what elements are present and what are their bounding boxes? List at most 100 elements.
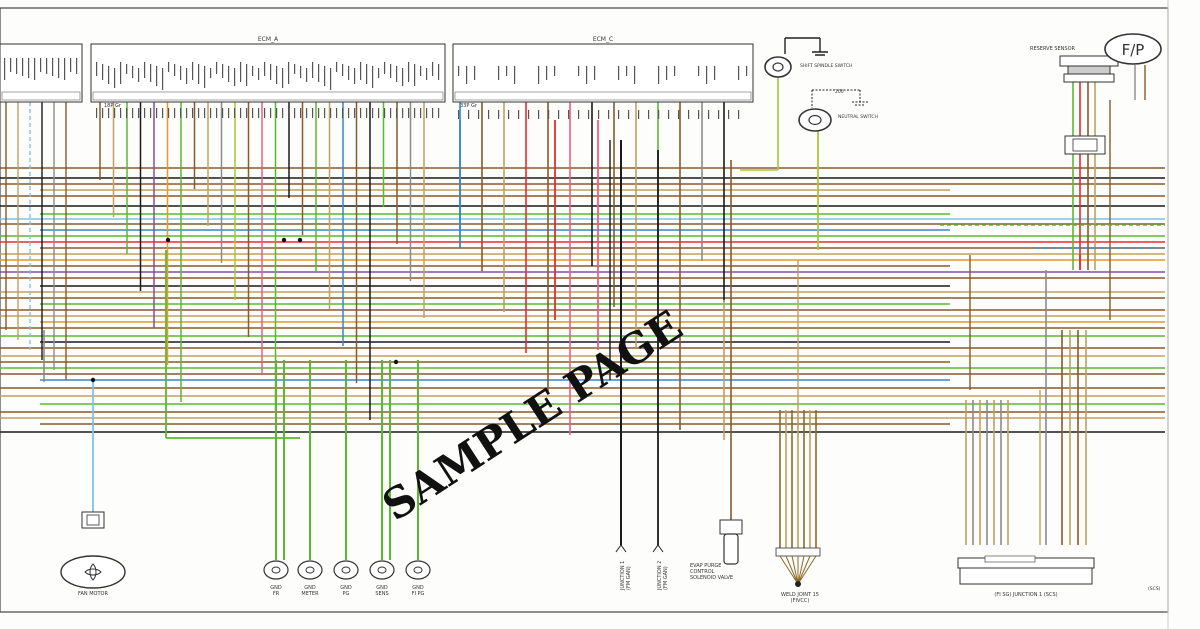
- pin-label-mark: [120, 62, 122, 84]
- pin-label-mark: [698, 66, 700, 76]
- wire-junction-dot: [90, 377, 96, 383]
- pin-label-mark: [746, 66, 748, 76]
- pin-label-mark: [384, 62, 386, 74]
- pin-label-mark: [402, 68, 404, 86]
- pin-label-mark: [402, 108, 404, 118]
- pin-label-mark: [342, 108, 344, 118]
- pin-label-mark: [180, 66, 182, 80]
- pin-label-mark: [634, 66, 636, 84]
- pin-label-mark: [64, 58, 66, 80]
- ground-terminals: GND FR GND METER GND PG GND SENS: [263, 560, 431, 597]
- pin-label-mark: [588, 110, 590, 119]
- pin-label-mark: [138, 68, 140, 82]
- pin-label-mark: [420, 66, 422, 76]
- pin-label-mark: [312, 108, 314, 118]
- wire-junction-dot: [281, 237, 287, 243]
- pin-label-mark: [438, 64, 440, 80]
- pin-label-mark: [222, 64, 224, 78]
- shift-spindle-switch: SHIFT SPINDLE SWITCH: [764, 37, 852, 78]
- fp-label: F/P: [1122, 41, 1145, 59]
- pin-label-mark: [204, 108, 206, 118]
- evap-label-1: EVAP PURGE: [690, 563, 721, 569]
- pin-label-mark: [514, 66, 516, 84]
- pin-label-mark: [478, 110, 480, 119]
- pin-label-mark: [228, 66, 230, 82]
- pin-label-mark: [414, 64, 416, 86]
- pin-label-mark: [598, 110, 600, 119]
- pin-label-mark: [252, 66, 254, 76]
- pin-label-mark: [594, 66, 596, 80]
- pin-label-mark: [420, 108, 422, 118]
- pin-label-mark: [162, 108, 164, 118]
- pin-label-mark: [192, 108, 194, 118]
- pin-label-mark: [408, 108, 410, 118]
- pin-label-mark: [426, 68, 428, 80]
- pin-label-mark: [414, 108, 416, 118]
- pin-label-mark: [180, 108, 182, 118]
- neutral-switch: 200 NEUTRAL SWITCH: [798, 89, 878, 132]
- pin-label-mark: [372, 66, 374, 88]
- pin-label-mark: [138, 108, 140, 118]
- pin-label-mark: [568, 110, 570, 119]
- pin-label-mark: [108, 66, 110, 84]
- pin-label-mark: [658, 66, 660, 84]
- pin-label-mark: [688, 110, 690, 119]
- pin-label-mark: [360, 62, 362, 80]
- junction-right-label: (FI SG) JUNCTION 1 (SCS): [994, 592, 1057, 598]
- pin-label-mark: [372, 108, 374, 118]
- junction-block-right: (FI SG) JUNCTION 1 (SCS) (SCS): [957, 555, 1161, 598]
- fan-motor: FAN MOTOR: [60, 511, 126, 597]
- pin-label-mark: [438, 108, 440, 118]
- pin-label-mark: [324, 66, 326, 86]
- weld-joint-label-2: (FIVCC): [791, 598, 810, 604]
- pin-label-mark: [488, 110, 490, 119]
- pin-label-mark: [192, 62, 194, 80]
- gnd-meter: GND METER: [297, 560, 323, 597]
- pin-label-mark: [102, 64, 104, 80]
- pin-label-mark: [52, 58, 54, 76]
- pin-label-mark: [264, 62, 266, 76]
- pin-label-mark: [234, 108, 236, 118]
- gnd-sens-label-1: GND: [376, 585, 388, 591]
- pin-label-mark: [58, 58, 60, 78]
- pin-label-mark: [132, 66, 134, 78]
- ecm-c-connector: ECM_C 33P Gr: [452, 36, 754, 109]
- pin-label-mark: [626, 66, 628, 76]
- pin-label-mark: [618, 110, 620, 119]
- pin-label-mark: [22, 58, 24, 76]
- pin-label-mark: [102, 108, 104, 118]
- pin-label-mark: [384, 108, 386, 118]
- pin-label-mark: [396, 108, 398, 118]
- gnd-meter-label-1: GND: [304, 585, 316, 591]
- pin-label-mark: [168, 108, 170, 118]
- gnd-fr-label-2: FR: [273, 591, 280, 597]
- pin-label-mark: [28, 58, 30, 78]
- pin-label-mark: [608, 110, 610, 119]
- ecm-left-connector: [0, 43, 83, 103]
- pin-label-mark: [306, 68, 308, 82]
- wire-junction-dot: [393, 359, 399, 365]
- pin-label-mark: [426, 108, 428, 118]
- pin-label-mark: [300, 108, 302, 118]
- pin-label-mark: [554, 66, 556, 76]
- pin-label-mark: [508, 110, 510, 119]
- evap-label-2: CONTROL: [690, 569, 715, 575]
- pin-label-mark: [698, 110, 700, 119]
- weld-joint-label-1: WELD JOINT 15: [781, 592, 819, 598]
- pin-label-mark: [276, 66, 278, 84]
- pin-label-mark: [150, 108, 152, 118]
- pin-label-mark: [714, 66, 716, 80]
- gnd-fpg-label-1: GND: [412, 585, 424, 591]
- pin-label-mark: [10, 58, 12, 72]
- pin-label-mark: [144, 62, 146, 78]
- pin-label-mark: [306, 108, 308, 118]
- pin-label-mark: [252, 108, 254, 118]
- weld-joint-15: WELD JOINT 15 (FIVCC): [775, 547, 821, 604]
- evap-label-3: SOLENOID VALVE: [690, 575, 733, 581]
- pin-label-mark: [708, 110, 710, 119]
- junction-2-left: JUNCTION 2 (FM GAN): [652, 544, 669, 591]
- pin-label-mark: [360, 108, 362, 118]
- ecm-a-pin-code: 18P Gr: [104, 103, 122, 109]
- pin-label-mark: [264, 108, 266, 118]
- wire-layer: [0, 65, 1165, 560]
